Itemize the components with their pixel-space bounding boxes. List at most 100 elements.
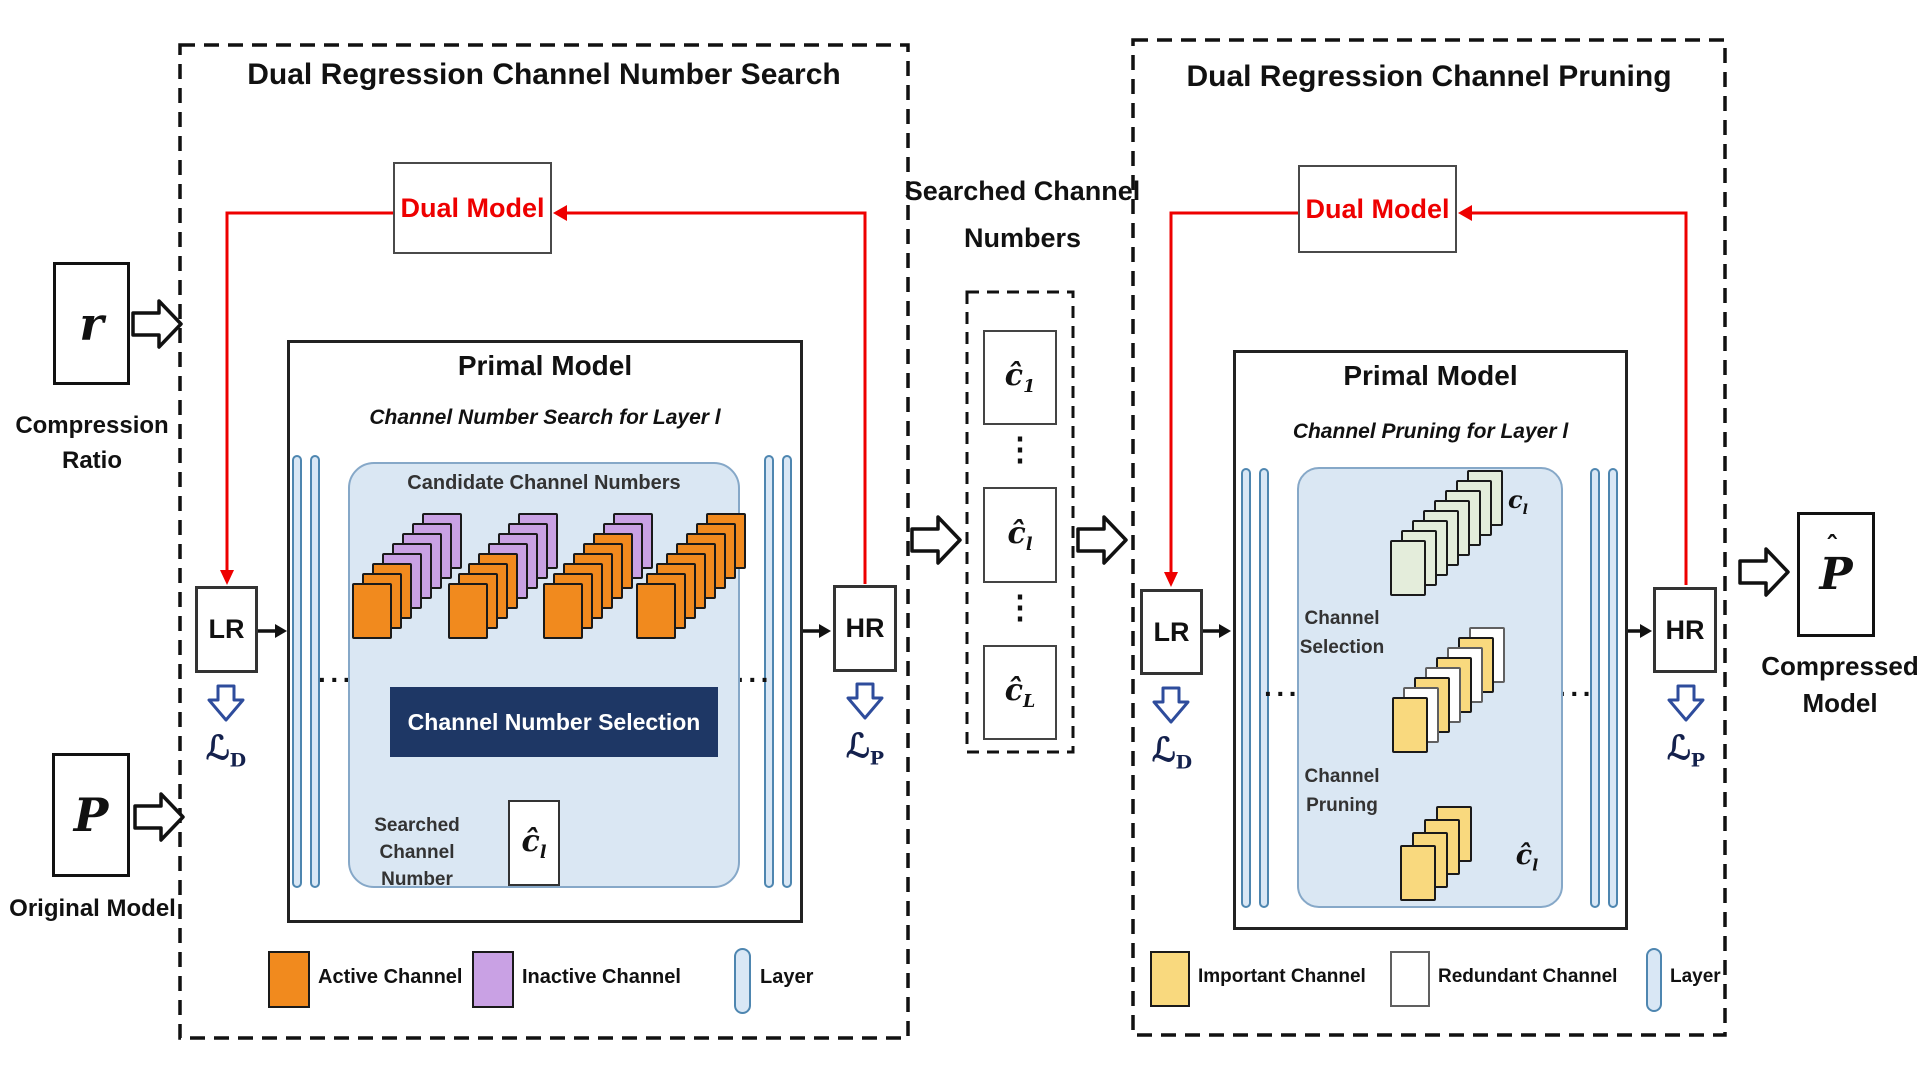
candidate-stack-3 <box>543 513 653 639</box>
hat-glyph: ˆ <box>1825 532 1839 563</box>
right-panel-title: Dual Regression Channel Pruning <box>1186 60 1672 93</box>
channel-square-active <box>636 583 676 639</box>
block-arrow-output <box>1738 547 1790 597</box>
layer-pill <box>310 455 320 888</box>
legend-swatch-active <box>268 951 310 1008</box>
channel-number-selection-label: Channel Number Selection <box>407 708 701 735</box>
channel-square-original <box>1390 540 1426 596</box>
red-arrowhead-to-lr-right <box>1164 572 1178 587</box>
candidate-stack-4 <box>636 513 746 639</box>
legend-label-layer-left: Layer <box>760 966 814 988</box>
hr-box-left: HR <box>833 585 897 672</box>
mid-title-line1: Searched Channel <box>904 176 1141 206</box>
ellipsis-right: ··· <box>736 664 773 695</box>
layer-pill <box>764 455 774 888</box>
legend-label-inactive: Inactive Channel <box>522 966 681 988</box>
original-model-box: P <box>52 753 130 877</box>
channel-square-active <box>448 583 488 639</box>
layer-pill <box>782 455 792 888</box>
loss-d-right: ℒD <box>1151 730 1193 774</box>
pruning-line2: Pruning <box>1306 795 1378 816</box>
primal-model-title-left: Primal Model <box>457 350 633 381</box>
channel-square-active <box>352 583 392 639</box>
selection-line1: Channel <box>1304 608 1380 629</box>
lr-box-right: LR <box>1140 589 1203 675</box>
channel-pruning-label: Channel Pruning <box>1298 762 1386 820</box>
mid-title-line2: Numbers <box>963 223 1082 253</box>
legend-label-important: Important Channel <box>1198 966 1366 987</box>
compressed-label-line2: Model <box>1802 688 1878 718</box>
ellipsis-right-right-panel: ··· <box>1558 678 1595 709</box>
legend-swatch-layer-left <box>734 948 751 1014</box>
blue-arrow-hr-loss-left <box>846 682 884 720</box>
legend-label-active: Active Channel <box>318 966 463 988</box>
compression-ratio-box: r <box>53 262 130 385</box>
layer-pill <box>292 455 302 888</box>
legend-swatch-layer-right <box>1646 948 1662 1012</box>
c-hat-1-box: ĉ1 <box>983 330 1057 425</box>
hr-label-right: HR <box>1665 614 1705 645</box>
legend-swatch-redundant <box>1390 951 1430 1007</box>
channel-square-important <box>1400 845 1436 901</box>
layer-pill <box>1241 468 1251 908</box>
layer-pill <box>1590 468 1600 908</box>
searched-label-line1: Searched Channel <box>374 815 460 863</box>
selected-channel-stack <box>1392 627 1505 753</box>
channel-selection-label: Channel Selection <box>1298 604 1386 662</box>
lr-box-left: LR <box>195 586 258 673</box>
original-model-label: Original Model <box>9 895 176 922</box>
blue-arrow-lr-loss-right <box>1152 686 1190 724</box>
selection-line2: Selection <box>1299 637 1385 658</box>
primal-model-subtitle-left: Channel Number Search for Layer l <box>369 406 721 429</box>
dual-model-box-right: Dual Model <box>1298 165 1457 253</box>
compression-label-line2: Ratio <box>62 447 122 474</box>
red-arrowhead-to-lr-left <box>220 570 234 585</box>
r-symbol: r <box>79 296 104 351</box>
arrowhead-primal-to-hr-left <box>819 624 831 638</box>
red-arrowhead-to-dual-left <box>553 205 567 221</box>
c-hat-l-label-right: ĉl <box>1515 840 1539 875</box>
pruning-line1: Channel <box>1304 766 1380 787</box>
loss-d-left: ℒD <box>205 728 247 772</box>
searched-channel-numbers-title: Searched Channel Numbers <box>900 168 1145 262</box>
hr-box-right: HR <box>1653 587 1717 673</box>
channel-square-active <box>543 583 583 639</box>
layer-pill <box>1259 468 1269 908</box>
p-symbol: P <box>73 788 109 842</box>
lr-label-left: LR <box>208 614 245 644</box>
c-hat-l-box: ĉl <box>983 487 1057 583</box>
loss-p-left: ℒP <box>845 726 885 770</box>
blue-arrow-hr-loss-right <box>1667 684 1705 722</box>
arrowhead-lr-to-primal-left <box>275 624 287 638</box>
compression-ratio-label: Compression Ratio <box>8 408 176 478</box>
loss-p-right: ℒP <box>1666 728 1706 772</box>
layer-pill <box>1608 468 1618 908</box>
searched-channel-number-label: Searched Channel Number <box>336 812 498 893</box>
candidate-stack-2 <box>448 513 558 639</box>
primal-model-subtitle-right: Channel Pruning for Layer l <box>1292 420 1569 443</box>
vdots-1: ⋮ <box>1004 431 1036 467</box>
searched-channel-number-box: ĉl <box>508 800 560 886</box>
block-arrow-mid-to-pruning <box>1076 515 1128 565</box>
candidate-stack-1 <box>352 513 462 639</box>
arrowhead-primal-to-hr-right <box>1640 624 1652 638</box>
dual-model-label-left: Dual Model <box>400 192 545 223</box>
left-panel-title: Dual Regression Channel Number Search <box>247 58 841 91</box>
block-arrow-r-input <box>131 299 183 349</box>
c-l-label: cl <box>1508 485 1528 518</box>
primal-model-title-right: Primal Model <box>1343 360 1518 391</box>
candidate-channels-label: Candidate Channel Numbers <box>407 472 681 494</box>
legend-swatch-important <box>1150 951 1190 1007</box>
compression-label-line1: Compression <box>15 412 169 439</box>
vdots-2: ⋮ <box>1004 589 1036 625</box>
full-channel-stack <box>1390 470 1503 596</box>
arrowhead-lr-to-primal-right <box>1219 624 1231 638</box>
block-arrow-p-input <box>133 792 185 842</box>
legend-label-layer-right: Layer <box>1670 966 1721 987</box>
red-arrowhead-to-dual-right <box>1458 205 1472 221</box>
searched-label-line2: Number <box>381 869 453 890</box>
channel-number-selection-box: Channel Number Selection <box>390 687 718 757</box>
compressed-model-label: Compressed Model <box>1760 648 1920 722</box>
